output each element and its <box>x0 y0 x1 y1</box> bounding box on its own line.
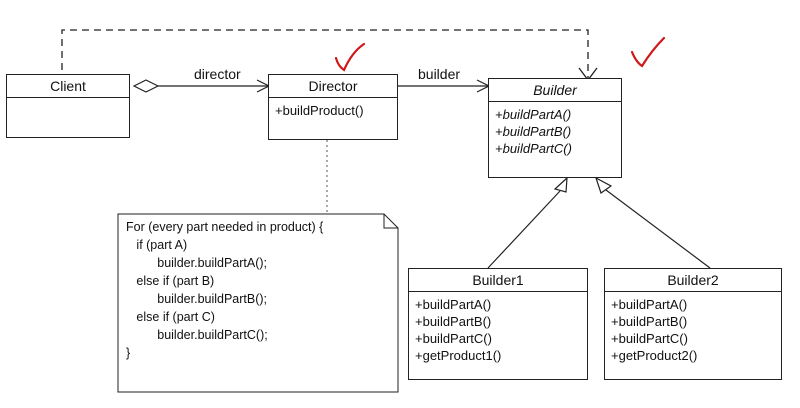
builder-class: Builder +buildPartA() +buildPartB() +bui… <box>488 78 622 178</box>
builder1-generalization-triangle <box>553 176 568 193</box>
builder-method: +buildPartC() <box>495 141 572 156</box>
director-class-name: Director <box>269 75 397 98</box>
builder-method: +buildPartB() <box>495 124 572 139</box>
note-line: else if (part C) <box>126 310 215 324</box>
builder2-method: +buildPartB() <box>611 314 688 329</box>
aggregation-diamond <box>132 79 160 93</box>
director-role-label: director <box>194 66 241 82</box>
builder1-generalization <box>487 190 561 269</box>
builder-class-name: Builder <box>489 79 621 102</box>
client-builder-dependency <box>61 29 589 78</box>
builder2-method: +buildPartA() <box>611 297 688 312</box>
note-line: else if (part B) <box>126 274 215 288</box>
builder1-class-name: Builder1 <box>409 269 587 292</box>
builder2-generalization <box>605 189 711 269</box>
note-line: builder.buildPartA(); <box>126 256 268 270</box>
builder2-class-name: Builder2 <box>605 269 781 292</box>
builder1-method: +buildPartC() <box>415 331 492 346</box>
builder2-method: +buildPartC() <box>611 331 688 346</box>
check-mark-director <box>334 42 366 72</box>
note-line: } <box>126 346 131 360</box>
director-method: +buildProduct() <box>275 103 364 118</box>
note-line: if (part A) <box>126 238 188 252</box>
builder2-class: Builder2 +buildPartA() +buildPartB() +bu… <box>604 268 782 380</box>
builder-method: +buildPartA() <box>495 107 572 122</box>
note-outline <box>117 213 399 393</box>
builder1-method: +getProduct1() <box>415 348 502 363</box>
note-fold <box>383 214 398 229</box>
builder2-method: +getProduct2() <box>611 348 698 363</box>
client-class-name: Client <box>7 75 129 98</box>
check-mark-builder <box>630 36 666 68</box>
note-line: For (every part needed in product) { <box>126 220 324 234</box>
client-class: Client <box>6 74 130 138</box>
builder-role-label: builder <box>418 66 461 82</box>
builder1-class: Builder1 +buildPartA() +buildPartB() +bu… <box>408 268 588 380</box>
algorithm-note: For (every part needed in product) { if … <box>118 214 398 392</box>
note-line: builder.buildPartC(); <box>126 328 268 342</box>
note-line: builder.buildPartB(); <box>126 292 268 306</box>
director-class: Director +buildProduct() <box>268 74 398 140</box>
builder1-method: +buildPartA() <box>415 297 492 312</box>
builder1-method: +buildPartB() <box>415 314 492 329</box>
builder2-generalization-triangle <box>594 176 613 194</box>
